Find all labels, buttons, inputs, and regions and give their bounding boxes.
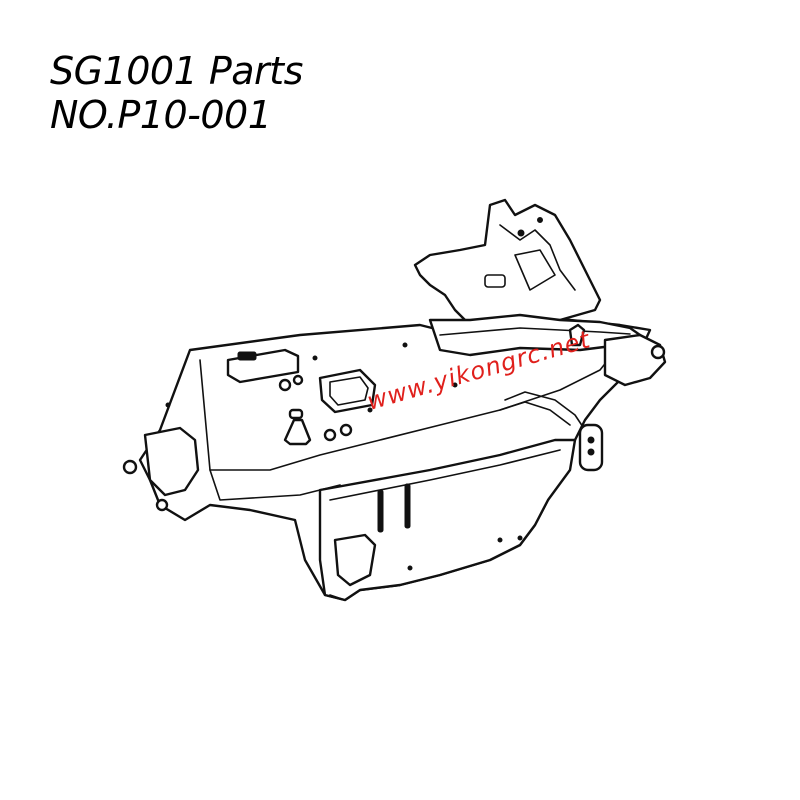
side-rail-upper: [504, 391, 586, 431]
part-number: NO.P10-001: [50, 93, 272, 137]
side-bracket-hole-2: [587, 448, 595, 456]
side-bracket-hole-1: [587, 436, 595, 444]
front-bumper-lip: [333, 533, 377, 587]
support-post-cap: [288, 408, 304, 420]
support-post: [283, 418, 312, 446]
boss-2: [292, 374, 304, 386]
shock-tower-hole-2: [537, 217, 543, 223]
boss-4: [339, 423, 353, 437]
hole-6: [517, 535, 523, 541]
hole-3: [402, 342, 408, 348]
shock-tower-slot: [484, 274, 506, 288]
shock-tower-inner: [499, 224, 576, 291]
hole-2: [367, 407, 373, 413]
battery-hatch-inner: [329, 376, 369, 406]
rear-crossbar-line: [439, 327, 631, 336]
hole-7: [407, 565, 413, 571]
front-tub-bottom-edge: [329, 589, 361, 601]
hole-4: [452, 382, 458, 388]
front-mount-left: [143, 426, 200, 497]
side-rail-lower: [499, 401, 571, 426]
rear-mount-boss: [650, 344, 666, 360]
front-mount-boss: [122, 459, 138, 475]
rear-shock-tower: [413, 198, 602, 327]
hole-8: [165, 402, 171, 408]
shock-tower-mount: [514, 249, 556, 291]
rib-right: [404, 483, 411, 529]
front-mount-boss-2: [155, 498, 169, 512]
hole-1: [312, 355, 318, 361]
boss-3: [323, 428, 337, 442]
shock-tower-hole: [517, 229, 525, 237]
rear-post: [568, 323, 586, 347]
rib-left: [377, 489, 384, 533]
boss-1: [278, 378, 292, 392]
servo-mount-slot: [237, 351, 257, 361]
chassis-deck-line: [199, 344, 621, 471]
part-title: SG1001 Parts: [50, 49, 303, 93]
side-bracket: [578, 423, 604, 472]
rear-mount-right: [603, 333, 667, 387]
hole-5: [497, 537, 503, 543]
